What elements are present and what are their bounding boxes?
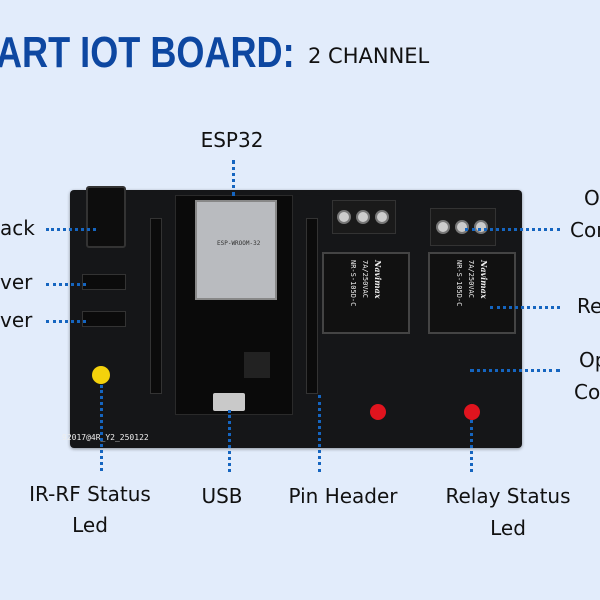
arrow-usb xyxy=(228,410,231,472)
relay-1-text: NR-S-105D-C xyxy=(349,260,357,307)
relay-1: NR-S-105D-C 7A/250VAC Navimax xyxy=(322,252,410,334)
terminal-block-1 xyxy=(332,200,396,234)
page-subtitle: 2 CHANNEL xyxy=(308,44,430,68)
relay-2-text: NR-S-105D-C xyxy=(455,260,463,307)
page-title: ART IOT BOARD: xyxy=(0,28,295,77)
relay-2: NR-S-105D-C 7A/250VAC Navimax xyxy=(428,252,516,334)
arrow-esp32 xyxy=(232,160,235,196)
label-usb: USB xyxy=(201,484,243,508)
arrow-power-2 xyxy=(46,320,86,323)
label-left-3: ver xyxy=(0,308,33,332)
arrow-power-1 xyxy=(46,283,86,286)
esp32-chip xyxy=(244,352,270,378)
ir-rf-status-led xyxy=(92,366,110,384)
arrow-output-1 xyxy=(465,228,560,231)
arrow-relay xyxy=(490,306,560,309)
label-pin-header: Pin Header xyxy=(288,484,398,508)
relay-2-status-led xyxy=(464,404,480,420)
power-header-1 xyxy=(82,274,126,290)
relay-2-brand: Navimax xyxy=(479,260,489,299)
arrow-output-2 xyxy=(470,369,560,372)
label-right-2: Re xyxy=(577,294,600,318)
label-relay-status-2: Led xyxy=(490,516,526,540)
label-right-1a: O xyxy=(584,186,600,210)
usb-port[interactable] xyxy=(213,393,245,411)
label-right-3a: Op xyxy=(579,348,600,372)
relay-1-rating: 7A/250VAC xyxy=(361,260,369,298)
label-esp32: ESP32 xyxy=(200,128,264,152)
label-ir-rf-2: Led xyxy=(72,513,108,537)
relay-1-brand: Navimax xyxy=(373,260,383,299)
terminal-block-2 xyxy=(430,208,496,246)
arrow-pin-header xyxy=(318,395,321,472)
dc-jack xyxy=(86,186,126,248)
arrow-relay-led xyxy=(470,420,473,472)
relay-1-status-led xyxy=(370,404,386,420)
power-header-2 xyxy=(82,311,126,327)
label-ir-rf-1: IR-RF Status xyxy=(29,482,151,506)
arrow-ir-rf-led xyxy=(100,385,103,471)
board-id: 92017@4R_Y2_250122 xyxy=(62,433,149,442)
arrow-dc-jack xyxy=(46,228,96,231)
label-right-3b: Co xyxy=(574,380,600,404)
module-name: ESP-WROOM-32 xyxy=(217,240,261,247)
relay-2-rating: 7A/250VAC xyxy=(467,260,475,298)
label-right-1b: Con xyxy=(570,218,600,242)
pin-header-left xyxy=(150,218,162,394)
label-relay-status-1: Relay Status xyxy=(445,484,571,508)
label-left-2: ver xyxy=(0,270,33,294)
label-left-1: ack xyxy=(0,216,35,240)
esp32-module: ESP-WROOM-32 xyxy=(195,200,277,300)
pin-header-right xyxy=(306,218,318,394)
